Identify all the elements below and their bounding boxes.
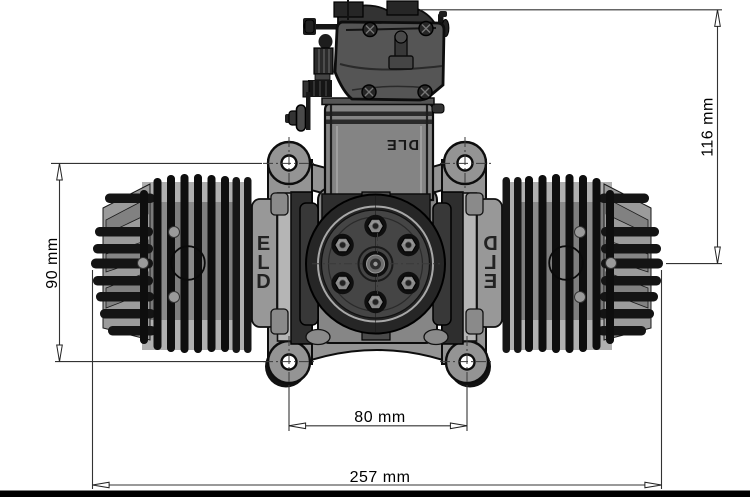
svg-text:80 mm: 80 mm	[354, 409, 405, 426]
svg-text:90 mm: 90 mm	[44, 237, 61, 288]
svg-text:D: D	[256, 271, 270, 293]
svg-text:L: L	[484, 252, 496, 274]
svg-text:E: E	[484, 271, 497, 293]
svg-text:116 mm: 116 mm	[700, 97, 717, 157]
svg-text:E: E	[257, 233, 270, 255]
svg-text:D: D	[483, 233, 497, 255]
svg-text:L: L	[257, 252, 269, 274]
svg-text:257 mm: 257 mm	[350, 469, 411, 486]
svg-text:DLE: DLE	[386, 136, 420, 152]
